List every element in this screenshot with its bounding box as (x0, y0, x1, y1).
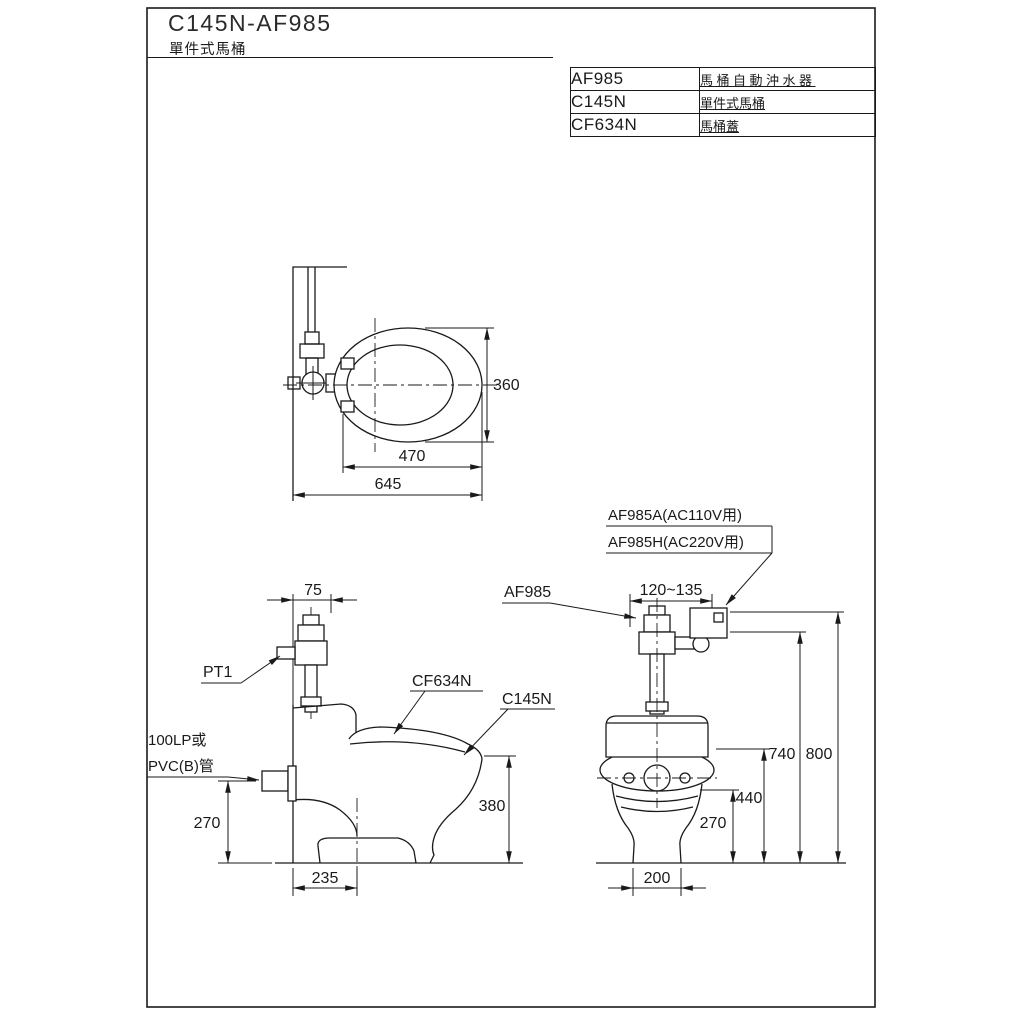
part-name: 單件式馬桶 (699, 90, 876, 114)
dim-plan-overall-length: 645 (375, 476, 402, 493)
title-divider (147, 57, 553, 58)
plan-view: 360 470 645 (283, 266, 520, 501)
supply-label-line2: PVC(B)管 (148, 758, 214, 775)
page-title: C145N-AF985 (168, 10, 332, 36)
dim-side-rim-height: 380 (479, 798, 506, 815)
sensor-label-220v: AF985H(AC220V用) (608, 534, 744, 551)
part-name: 馬桶蓋 (699, 113, 876, 137)
seat-label: CF634N (412, 673, 472, 690)
part-code: C145N (570, 90, 700, 114)
inlet-label: PT1 (203, 664, 232, 681)
table-row: AF985 馬桶自動沖水器 (570, 67, 876, 91)
dim-plan-seat-length: 470 (399, 448, 426, 465)
dim-side-valve-offset: 75 (304, 582, 322, 599)
dim-front-sensor-range: 120~135 (640, 582, 703, 599)
page-subtitle: 單件式馬桶 (169, 42, 247, 58)
part-code: CF634N (570, 113, 700, 137)
part-code: AF985 (570, 67, 700, 91)
side-view: 75 PT1 100LP或 PVC(B)管 CF634N C145N (147, 582, 555, 896)
sheet-frame (146, 7, 876, 1008)
dim-front-overall-height: 800 (806, 746, 833, 763)
bowl-label: C145N (502, 691, 552, 708)
dim-front-seat-height: 440 (736, 790, 763, 807)
dim-side-outlet-setback: 235 (312, 870, 339, 887)
dim-side-inlet-height: 270 (194, 815, 221, 832)
valve-label: AF985 (504, 584, 551, 601)
front-view: AF985A(AC110V用) AF985H(AC220V用) AF985 12… (502, 507, 846, 896)
part-name: 馬桶自動沖水器 (699, 67, 876, 91)
table-row: C145N 單件式馬桶 (570, 90, 876, 114)
table-row: CF634N 馬桶蓋 (570, 113, 876, 137)
parts-table: AF985 馬桶自動沖水器 C145N 單件式馬桶 CF634N 馬桶蓋 (570, 67, 876, 137)
sensor-label-110v: AF985A(AC110V用) (608, 507, 742, 524)
dim-front-base-width: 200 (644, 870, 671, 887)
dim-front-inlet-height: 270 (700, 815, 727, 832)
dim-front-valve-height: 740 (769, 746, 796, 763)
dim-plan-width: 360 (493, 377, 520, 394)
supply-label-line1: 100LP或 (148, 732, 206, 749)
